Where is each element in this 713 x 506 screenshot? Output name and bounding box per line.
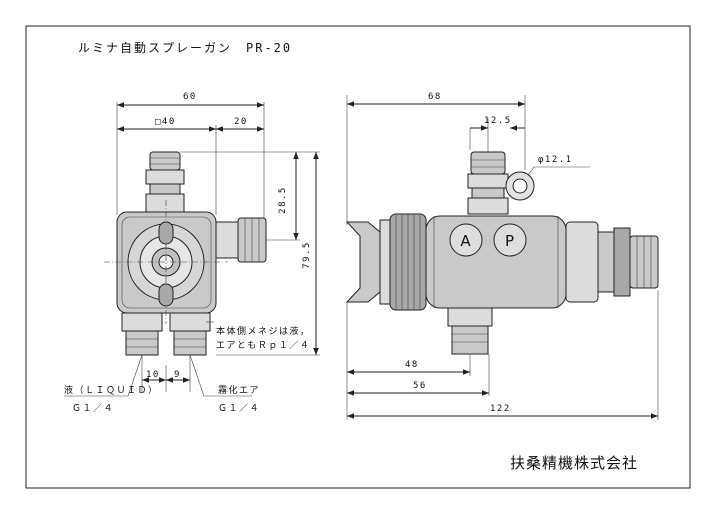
dim-right-label: 20	[234, 117, 248, 127]
dim-square-label: □40	[155, 117, 176, 127]
thread-note-line2: エアともＲｐ１／４	[216, 340, 310, 351]
dim-48-label: 48	[405, 360, 419, 370]
dim-upper-label: 28.5	[278, 186, 288, 214]
liquid-thread-label: Ｇ１／４	[72, 403, 114, 414]
dim-diameter-label: φ12.1	[538, 155, 573, 165]
dim-122-label: 122	[490, 404, 511, 414]
dim-56-label: 56	[413, 381, 427, 391]
badge-p	[493, 223, 527, 257]
front-liquid-port-nut	[121, 312, 163, 332]
dim-width-label: 60	[183, 92, 197, 102]
front-air-port-nut	[169, 312, 211, 332]
side-bottom-port-nut	[447, 307, 493, 327]
side-rear-housing	[565, 221, 599, 303]
dim-height-label: 79.5	[302, 241, 312, 269]
front-top-stem	[145, 169, 185, 185]
badge-a-label: A	[460, 232, 471, 250]
side-view: 68 12.5 φ12.1 A	[345, 92, 659, 420]
air-thread-label: Ｇ１／４	[218, 403, 260, 414]
drawing-border	[25, 25, 691, 489]
dim-port-right-label: 9	[174, 370, 181, 380]
side-body	[425, 215, 567, 309]
company-name: 扶桑精機株式会社	[510, 454, 638, 472]
side-nozzle-cap	[345, 221, 381, 303]
air-label: 霧化エア	[218, 384, 260, 396]
side-bottom-port	[451, 325, 489, 355]
side-top-nut	[470, 151, 506, 175]
front-top-nut	[149, 151, 181, 171]
front-liquid-port	[125, 330, 159, 356]
front-view: 60 □40 20	[64, 92, 320, 414]
dim-port-left-label: 10	[146, 370, 160, 380]
front-air-port	[173, 330, 207, 356]
badge-a	[449, 223, 483, 257]
front-side-fitting	[215, 221, 239, 259]
dim-offset-label: 12.5	[484, 116, 512, 126]
thread-note-line1: 本体側メネジは液，	[216, 325, 311, 337]
badge-p-label: P	[505, 232, 515, 250]
dim-68-label: 68	[428, 92, 442, 102]
liquid-label: 液（ＬＩＱＵＩＤ）	[64, 384, 159, 396]
drawing-title: ルミナ自動スプレーガン PR-20	[78, 41, 292, 55]
